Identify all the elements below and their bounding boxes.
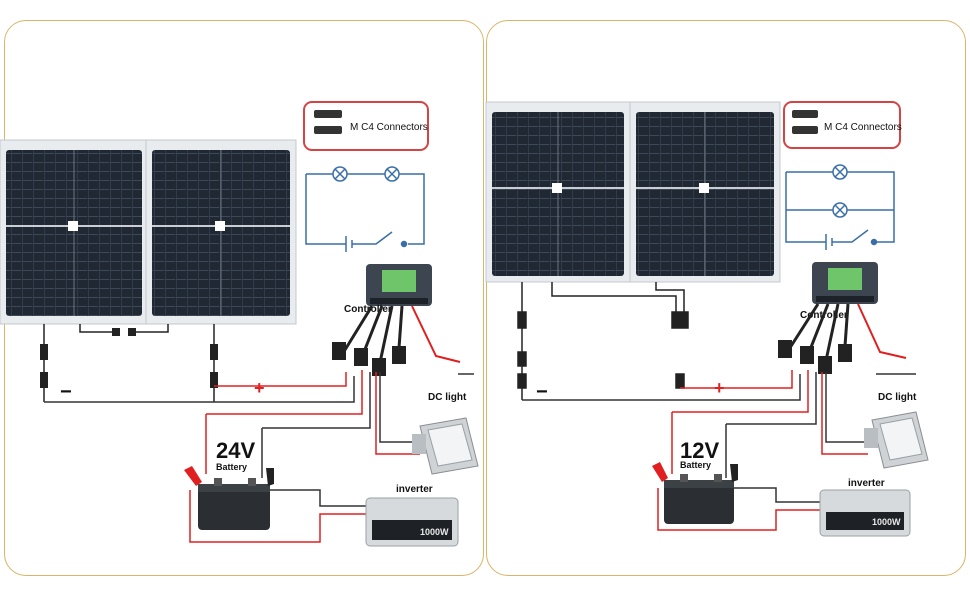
right-solar-panel-1 — [485, 101, 631, 283]
left-battery-label: Battery — [216, 462, 247, 472]
left-mc4-negative-lead — [40, 324, 48, 402]
right-inverter-rating: 1000W — [872, 517, 901, 527]
right-circuit-schematic — [785, 164, 895, 250]
right-battery-label: Battery — [680, 460, 711, 470]
right-inverter: 1000W — [819, 489, 911, 537]
right-battery — [652, 462, 738, 524]
right-mc4-connector-callout: M C4 Connectors — [783, 101, 902, 149]
left-charge-controller — [366, 264, 432, 306]
right-charge-controller — [812, 262, 878, 304]
left-voltage-label: 24V — [216, 438, 255, 463]
right-solar-panel-2 — [629, 101, 781, 283]
left-wiring — [44, 370, 474, 543]
right-controller-cables — [778, 303, 907, 374]
left-solar-panel-1 — [0, 139, 149, 325]
right-dc-light-label: DC light — [878, 392, 917, 403]
left-mc4-connector-callout: M C4 Connectors — [303, 101, 429, 151]
left-solar-panel-2 — [145, 139, 297, 325]
right-inverter-label: inverter — [848, 478, 885, 489]
right-voltage-label: 12V — [680, 438, 719, 463]
left-negative-sign: − — [60, 381, 72, 403]
left-battery — [184, 466, 274, 530]
left-circuit-schematic — [305, 166, 425, 252]
right-negative-sign: − — [536, 381, 548, 403]
left-dc-light — [412, 417, 479, 475]
left-series-link-cable — [79, 324, 169, 336]
right-dc-light — [864, 411, 929, 469]
left-mc4-positive-lead — [210, 324, 218, 402]
right-mc4-connector-label: M C4 Connectors — [824, 122, 902, 133]
left-inverter-rating: 1000W — [420, 527, 449, 537]
right-wiring — [522, 370, 916, 531]
left-mc4-connector-label: M C4 Connectors — [350, 122, 428, 133]
left-inverter-label: inverter — [396, 484, 433, 495]
left-controller-label: Controller — [344, 304, 392, 315]
left-inverter: 1000W — [365, 497, 459, 547]
left-controller-cables — [332, 305, 461, 376]
left-dc-light-label: DC light — [428, 392, 467, 403]
right-parallel-leads — [517, 282, 689, 400]
left-positive-sign: + — [254, 378, 265, 398]
